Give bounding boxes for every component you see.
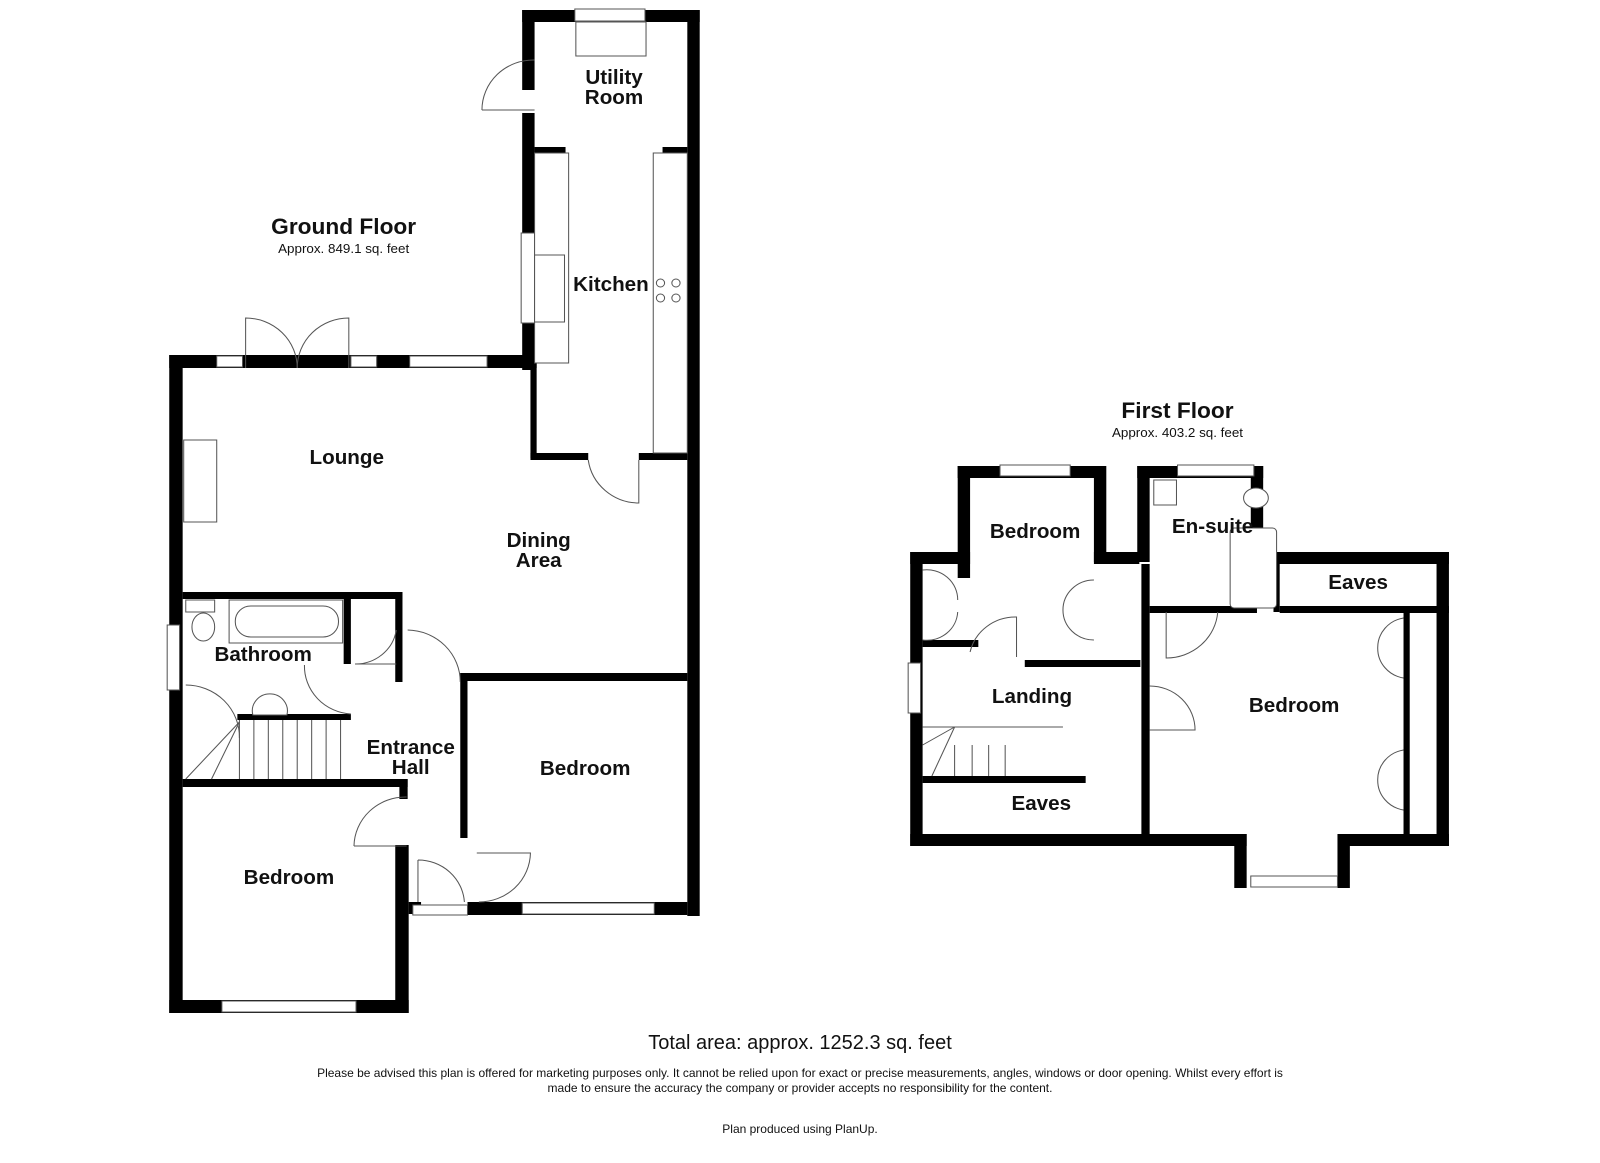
room-label-dining: Dining xyxy=(507,530,571,552)
room-label-bathroom: Bathroom xyxy=(214,644,311,666)
room-label-eaves-left: Eaves xyxy=(1011,793,1071,815)
room-label-entrance-2: Hall xyxy=(392,757,430,779)
room-label-dining-2: Area xyxy=(516,550,563,572)
room-label-bedroom-main: Bedroom xyxy=(1249,695,1340,717)
disclaimer: Please be advised this plan is offered f… xyxy=(0,1066,1600,1096)
disclaimer-line-2: made to ensure the accuracy the company … xyxy=(547,1081,1053,1095)
room-label-utility: Utility xyxy=(585,67,643,89)
room-label-bedroom-small: Bedroom xyxy=(990,521,1081,543)
room-label-eaves-right: Eaves xyxy=(1328,572,1388,594)
room-label-bedroom-left: Bedroom xyxy=(244,867,335,889)
room-label-kitchen: Kitchen xyxy=(573,274,649,296)
first-floor-plan xyxy=(907,464,1449,888)
ground-floor-area: Approx. 849.1 sq. feet xyxy=(278,241,409,256)
first-floor-title: First Floor xyxy=(1121,398,1234,423)
room-label-entrance: Entrance xyxy=(367,737,455,759)
first-floor-area: Approx. 403.2 sq. feet xyxy=(1112,425,1243,440)
room-label-landing: Landing xyxy=(992,686,1072,708)
room-label-lounge: Lounge xyxy=(310,447,384,469)
ground-floor-plan xyxy=(166,8,700,1013)
disclaimer-line-1: Please be advised this plan is offered f… xyxy=(317,1066,1283,1080)
ground-floor-title: Ground Floor xyxy=(271,214,416,239)
room-label-ensuite: En-suite xyxy=(1172,516,1253,538)
total-area: Total area: approx. 1252.3 sq. feet xyxy=(648,1032,952,1054)
room-label-bedroom-right: Bedroom xyxy=(540,758,631,780)
produced-by: Plan produced using PlanUp. xyxy=(722,1122,878,1136)
room-label-utility-2: Room xyxy=(585,87,643,109)
